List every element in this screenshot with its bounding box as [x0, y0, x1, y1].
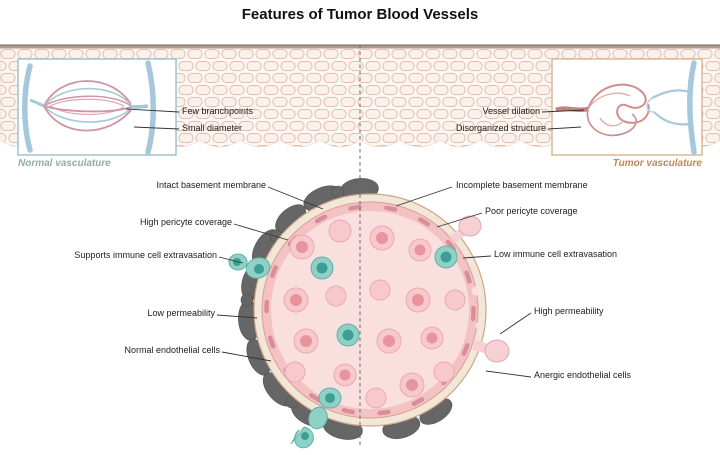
membrane-gap: [471, 286, 481, 296]
immune-extravasation-bottom: [290, 387, 342, 449]
label-disorganized-structure: Disorganized structure: [455, 123, 546, 133]
label-vessel-dilation: Vessel dilation: [482, 106, 540, 116]
membrane-gap: [475, 321, 485, 331]
label-anergic-endothelial-cells: Anergic endothelial cells: [534, 370, 632, 380]
leader-lines: [125, 108, 585, 378]
label-intact-basement-membrane: Intact basement membrane: [156, 180, 266, 190]
tumor-vasculature-inset: [551, 58, 703, 156]
label-low-permeability: Low permeability: [147, 308, 215, 318]
label-few-branchpoints: Few branchpoints: [182, 106, 254, 116]
label-supports-immune-extravasation: Supports immune cell extravasation: [74, 250, 217, 260]
label-high-pericyte-coverage: High pericyte coverage: [139, 217, 232, 227]
permeability-blebs: [449, 215, 510, 363]
label-high-permeability: High permeability: [534, 306, 604, 316]
endothelial-nuclei: [264, 204, 476, 416]
label-poor-pericyte-coverage: Poor pericyte coverage: [485, 206, 578, 216]
lumen-cells: [283, 219, 466, 409]
label-low-immune-extravasation: Low immune cell extravasation: [494, 249, 618, 259]
caption-tumor-vasculature: Tumor vasculature: [612, 158, 702, 169]
vessel-cross-section: [228, 178, 510, 449]
label-small-diameter: Small diameter: [182, 123, 243, 133]
normal-vasculature-inset: [17, 58, 177, 156]
page-title: Features of Tumor Blood Vessels: [241, 6, 479, 23]
caption-normal-vasculature: Normal vasculature: [18, 158, 111, 169]
label-incomplete-basement-membrane: Incomplete basement membrane: [456, 180, 588, 190]
label-normal-endothelial-cells: Normal endothelial cells: [124, 345, 220, 355]
